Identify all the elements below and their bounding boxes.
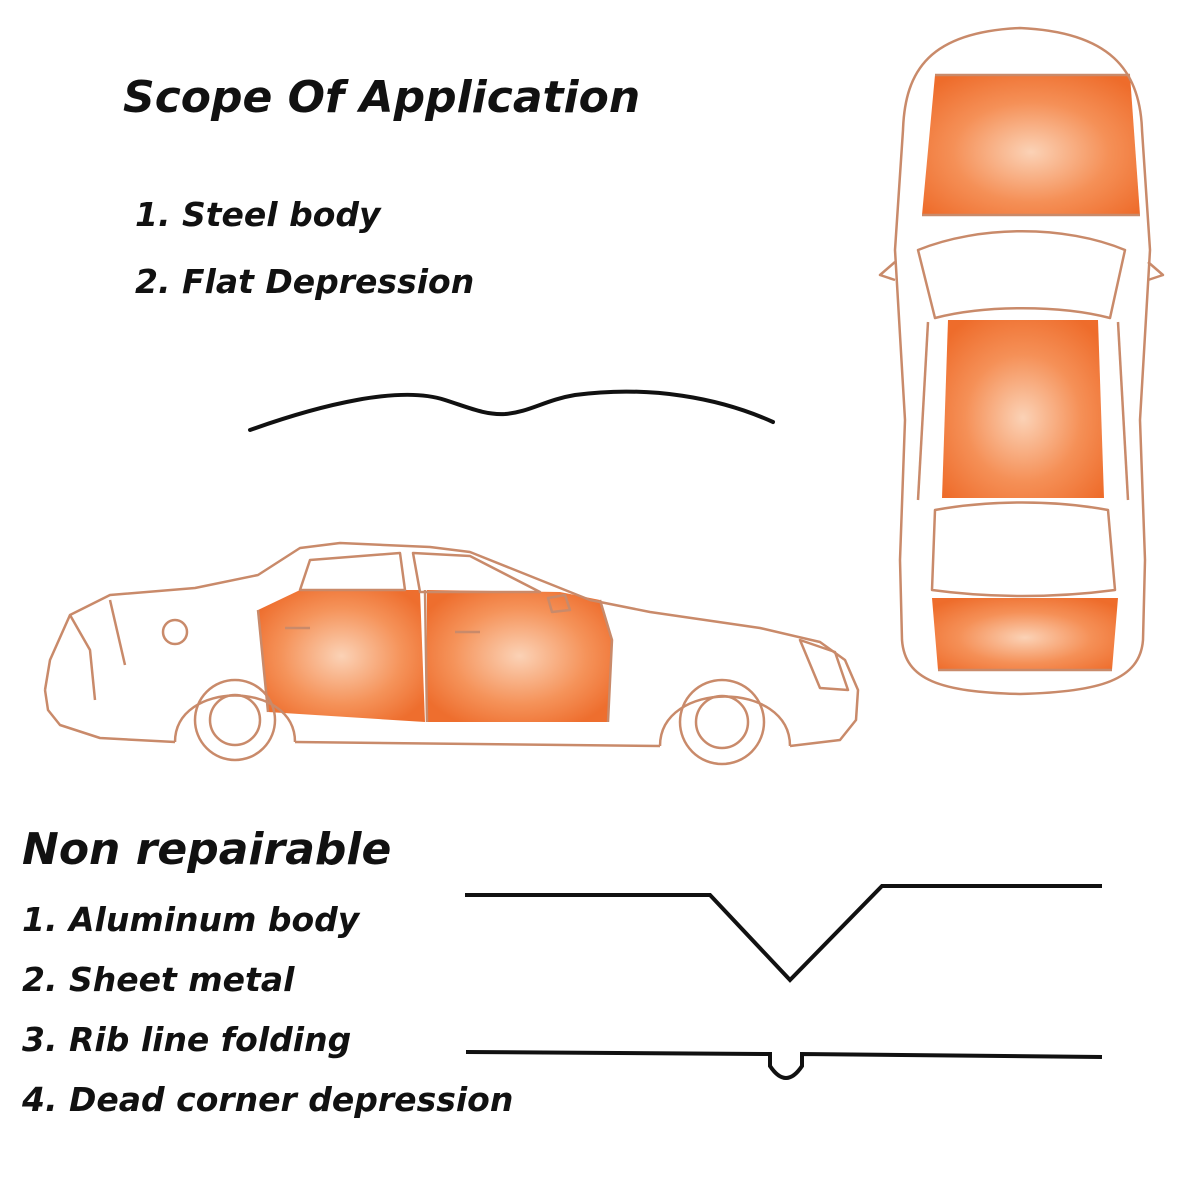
scope-item-flat-depression: 2. Flat Depression xyxy=(135,262,475,301)
non-repairable-item-dead-corner-depression: 4. Dead corner depression xyxy=(22,1080,514,1119)
rear-door-highlight xyxy=(258,590,425,722)
non-repairable-item-rib-line-folding: 3. Rib line folding xyxy=(22,1020,352,1059)
car-side-view-icon xyxy=(43,541,860,766)
corner-dent-profile-icon xyxy=(465,1050,1103,1080)
trunk-highlight xyxy=(932,598,1118,670)
flat-dent-profile-icon xyxy=(248,389,775,432)
non-repairable-item-sheet-metal: 2. Sheet metal xyxy=(22,960,295,999)
front-door-highlight xyxy=(427,590,612,722)
car-top-view-icon xyxy=(878,26,1165,696)
non-repairable-item-aluminum-body: 1. Aluminum body xyxy=(22,900,360,939)
non-repairable-title: Non repairable xyxy=(22,824,392,875)
v-fold-profile-icon xyxy=(465,884,1102,983)
hood-highlight xyxy=(922,75,1140,215)
roof-highlight xyxy=(942,320,1104,498)
scope-item-steel-body: 1. Steel body xyxy=(135,195,381,234)
scope-title: Scope Of Application xyxy=(123,72,641,123)
